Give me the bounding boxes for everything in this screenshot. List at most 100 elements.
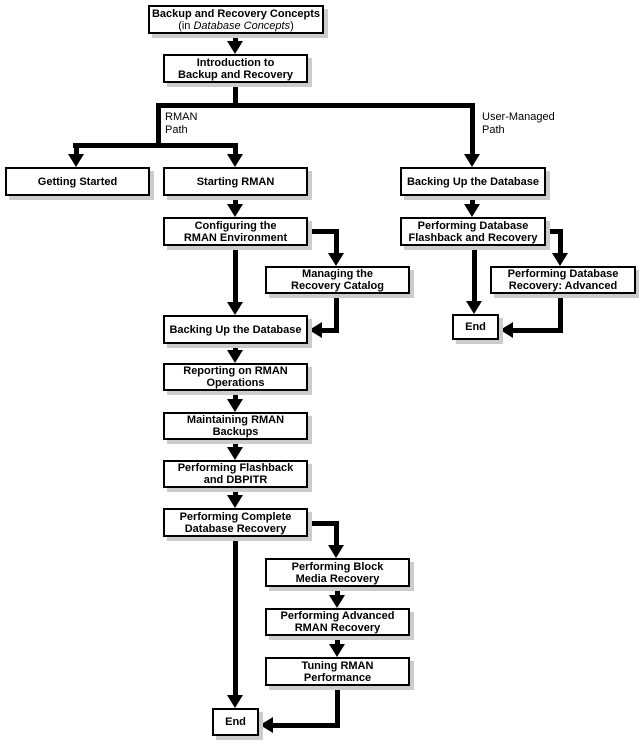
connector-branch-horizontal xyxy=(156,103,475,108)
node-label-line: Performing Advanced xyxy=(280,610,395,622)
connector-block-advanced xyxy=(335,587,340,595)
node-label-line: Flashback and Recovery xyxy=(408,231,538,244)
arrowhead-backing-up-user xyxy=(464,154,480,167)
node-label-line: Performing Complete xyxy=(179,510,292,523)
arrowhead-starting-rman xyxy=(227,154,243,167)
node-label-line: Backup and Recovery Concepts xyxy=(151,7,321,20)
arrowhead-block-media xyxy=(328,545,344,558)
connector-configuring-backingup xyxy=(233,246,238,302)
node-managing-recovery-catalog: Managing the Recovery Catalog xyxy=(265,266,410,294)
connector-intro-branch xyxy=(233,83,238,108)
node-label-line: Performance xyxy=(303,671,372,684)
connector-tuning-end-v xyxy=(335,686,340,728)
connector-configuring-managing-h xyxy=(306,229,339,234)
node-performing-complete-database-recovery: Performing Complete Database Recovery xyxy=(163,508,308,537)
connector-configuring-managing-v xyxy=(334,229,339,253)
connector-managing-backingup-h xyxy=(320,328,339,333)
node-label-line: RMAN Environment xyxy=(183,231,288,244)
node-label-line: Managing the xyxy=(302,268,373,280)
node-performing-database-recovery-advanced: Performing Database Recovery: Advanced xyxy=(490,266,636,294)
connector-advanced-tuning xyxy=(335,636,340,644)
label-user-managed-path: User-Managed Path xyxy=(482,111,555,137)
arrowhead-tuning-end xyxy=(260,717,273,733)
node-label-line: Recovery Catalog xyxy=(291,280,384,292)
label-rman-path-line2: Path xyxy=(165,124,188,136)
node-end-user-path: End xyxy=(452,314,499,340)
node-label-line: Database Recovery xyxy=(184,522,287,535)
connector-complete-block-v xyxy=(334,521,339,545)
node-label-part: (in xyxy=(178,19,194,32)
node-label-line: Reporting on RMAN xyxy=(183,365,288,377)
arrowhead-getting-started xyxy=(68,154,84,167)
node-label-line: Backing Up the Database xyxy=(406,175,540,188)
node-label-line: Tuning RMAN xyxy=(301,659,374,672)
arrowhead-configuring xyxy=(227,204,243,217)
node-backing-up-database-user: Backing Up the Database xyxy=(400,167,546,196)
connector-flashback-advanced-h xyxy=(544,229,563,234)
node-maintaining-rman-backups: Maintaining RMAN Backups xyxy=(163,412,308,440)
arrowhead-maintaining xyxy=(227,399,243,412)
arrowhead-complete-recovery xyxy=(227,495,243,508)
arrowhead-end-rman xyxy=(227,695,243,708)
node-label-line: Performing Flashback xyxy=(177,462,294,474)
connector-user-branch-vertical xyxy=(470,103,475,154)
label-user-managed-path-line2: Path xyxy=(482,124,505,136)
node-tuning-rman-performance: Tuning RMAN Performance xyxy=(265,657,410,686)
connector-rman-branch-vertical xyxy=(156,103,161,148)
connector-starting-configuring xyxy=(233,196,238,204)
node-introduction-backup-recovery: Introduction to Backup and Recovery xyxy=(163,54,308,83)
node-getting-started: Getting Started xyxy=(5,167,150,196)
connector-managing-backingup-v xyxy=(334,295,339,333)
connector-flashback-end-user xyxy=(472,246,477,301)
node-performing-flashback-dbpitr: Performing Flashback and DBPITR xyxy=(163,460,308,488)
node-label-line: RMAN Recovery xyxy=(294,622,381,634)
label-rman-path: RMAN Path xyxy=(165,111,197,137)
connector-tuning-end-h xyxy=(272,723,340,728)
connector-complete-end xyxy=(233,537,238,695)
node-label-line: Operations xyxy=(206,377,265,389)
node-performing-database-flashback-recovery: Performing Database Flashback and Recove… xyxy=(400,217,546,246)
node-performing-advanced-rman-recovery: Performing Advanced RMAN Recovery xyxy=(265,608,410,636)
connector-to-starting-rman xyxy=(233,143,238,155)
node-end-rman-path: End xyxy=(212,708,259,736)
node-label-line: Introduction to xyxy=(196,56,275,69)
connector-maintaining-flashback xyxy=(233,440,238,447)
connector-rman-split-horizontal xyxy=(73,143,238,148)
node-label-line: Getting Started xyxy=(37,175,118,188)
connector-flashback-advanced-v xyxy=(558,229,563,253)
node-label-line: Performing Database xyxy=(417,219,529,232)
connector-reporting-maintaining xyxy=(233,391,238,399)
node-label-line: Backing Up the Database xyxy=(169,323,302,336)
node-backup-recovery-concepts: Backup and Recovery Concepts (in Databas… xyxy=(148,5,324,34)
connector-concepts-intro xyxy=(233,33,238,42)
node-label-italic: Database Concepts xyxy=(193,19,291,32)
connector-to-getting-started xyxy=(74,143,79,155)
node-label-line: Maintaining RMAN xyxy=(186,414,285,426)
node-performing-block-media-recovery: Performing Block Media Recovery xyxy=(265,558,410,587)
connector-advanced-end-h xyxy=(512,328,563,333)
arrowhead-end-user xyxy=(466,301,482,314)
node-reporting-rman-operations: Reporting on RMAN Operations xyxy=(163,363,308,391)
arrowhead-managing-catalog xyxy=(328,253,344,266)
arrowhead-flashback-recovery xyxy=(464,204,480,217)
label-rman-path-line1: RMAN xyxy=(165,111,198,123)
arrowhead-flashback-dbpitr xyxy=(227,447,243,460)
connector-backingup-flashback-user xyxy=(470,196,475,204)
arrowhead-advanced-end xyxy=(500,322,513,338)
node-label-line: Media Recovery xyxy=(295,572,380,585)
arrowhead-tuning xyxy=(329,644,345,657)
node-label-line: Starting RMAN xyxy=(196,175,275,188)
node-label-part: ) xyxy=(290,19,294,32)
connector-complete-block-h xyxy=(306,521,339,526)
node-label-line: and DBPITR xyxy=(203,474,268,486)
arrowhead-managing-backingup xyxy=(309,322,322,338)
node-label-line: Performing Block xyxy=(291,560,384,573)
node-label-line: Recovery: Advanced xyxy=(508,280,618,292)
node-label-line: End xyxy=(225,716,246,728)
connector-flashback-complete xyxy=(233,488,238,495)
arrowhead-concepts-intro xyxy=(227,41,243,54)
arrowhead-advanced-rman xyxy=(329,595,345,608)
node-starting-rman: Starting RMAN xyxy=(163,167,308,196)
node-label-line: (in Database Concepts) xyxy=(178,20,294,32)
